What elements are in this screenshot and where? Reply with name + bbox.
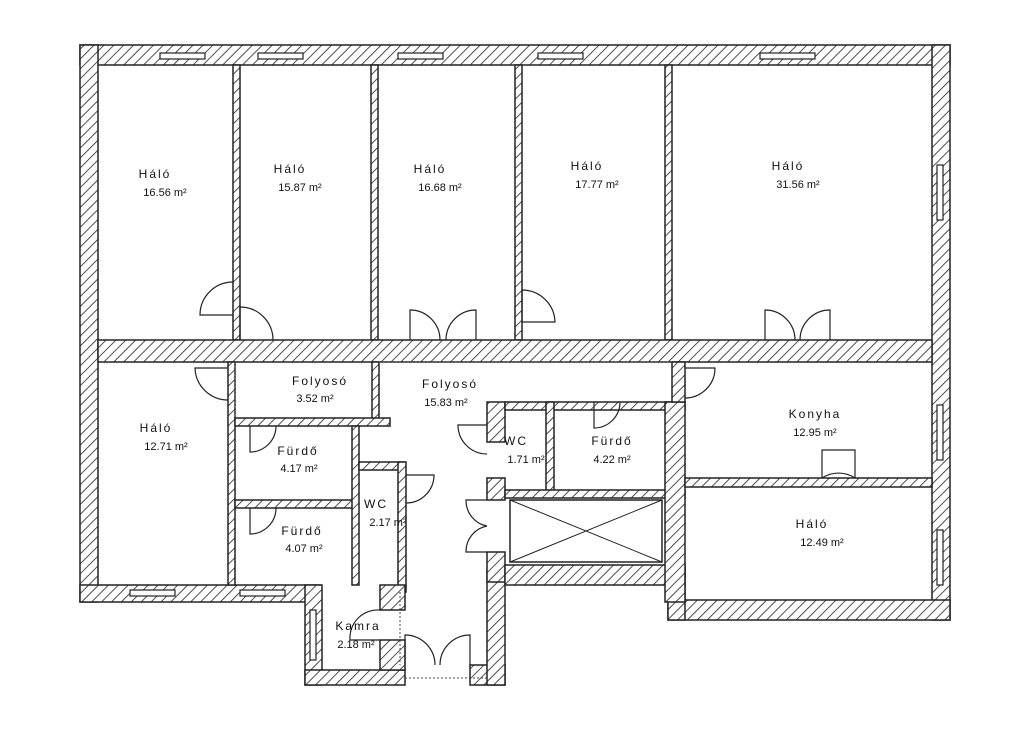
room-name: Kamra: [335, 619, 380, 633]
room-furdo-3: Fürdő 4.22 m²: [591, 434, 632, 466]
room-area: 1.71 m²: [507, 454, 545, 466]
room-area: 12.95 m²: [793, 427, 837, 439]
windows: [129, 52, 944, 661]
doors[interactable]: [194, 281, 856, 666]
room-area: 2.18 m²: [337, 639, 375, 651]
room-folyoso-2: Folyosó 15.83 m²: [422, 377, 478, 409]
room-area: 4.07 m²: [285, 543, 323, 555]
room-name: WC: [504, 434, 528, 448]
room-area: 12.49 m²: [800, 537, 844, 549]
room-name: Konyha: [789, 407, 842, 421]
stair-void: [509, 499, 663, 563]
room-area: 15.83 m²: [424, 397, 468, 409]
room-area: 16.56 m²: [143, 187, 187, 199]
room-area: 17.77 m²: [575, 179, 619, 191]
room-name: Háló: [274, 162, 307, 176]
walls: [79, 44, 951, 686]
room-halo-3: Háló 16.68 m²: [414, 162, 462, 194]
room-area: 4.17 m²: [280, 463, 318, 475]
room-name: Folyosó: [292, 374, 348, 388]
room-halo-4: Háló 17.77 m²: [571, 159, 619, 191]
room-halo-7: Háló 12.49 m²: [796, 517, 844, 549]
room-area: 12.71 m²: [144, 441, 188, 453]
room-name: Háló: [139, 167, 172, 181]
room-area: 15.87 m²: [278, 182, 322, 194]
room-konyha: Konyha 12.95 m²: [789, 407, 842, 439]
opening-lines: [234, 361, 672, 679]
room-halo-6: Háló 12.71 m²: [140, 421, 188, 453]
room-labels: Háló 16.56 m² Háló 15.87 m² Háló 16.68 m² H…: [139, 159, 844, 651]
room-area: 16.68 m²: [418, 182, 462, 194]
room-name: Fürdő: [281, 524, 322, 538]
room-area: 2.17 m²: [369, 517, 407, 529]
room-name: Háló: [140, 421, 173, 435]
room-kamra: Kamra 2.18 m²: [335, 619, 380, 651]
room-halo-5: Háló 31.56 m²: [772, 159, 820, 191]
room-halo-1: Háló 16.56 m²: [139, 167, 187, 199]
room-name: Háló: [772, 159, 805, 173]
room-name: Folyosó: [422, 377, 478, 391]
room-name: Háló: [796, 517, 829, 531]
room-halo-2: Háló 15.87 m²: [274, 162, 322, 194]
room-name: Háló: [571, 159, 604, 173]
room-area: 31.56 m²: [776, 179, 820, 191]
room-wc-1: WC 2.17 m²: [364, 497, 407, 529]
room-name: Fürdő: [277, 444, 318, 458]
room-area: 3.52 m²: [296, 393, 334, 405]
room-folyoso-1: Folyosó 3.52 m²: [292, 374, 348, 405]
room-furdo-1: Fürdő 4.17 m²: [277, 444, 318, 475]
room-wc-2: WC 1.71 m²: [504, 434, 545, 466]
room-furdo-2: Fürdő 4.07 m²: [281, 524, 323, 555]
room-area: 4.22 m²: [593, 454, 631, 466]
room-name: Háló: [414, 162, 447, 176]
room-name: Fürdő: [591, 434, 632, 448]
room-name: WC: [364, 497, 388, 511]
